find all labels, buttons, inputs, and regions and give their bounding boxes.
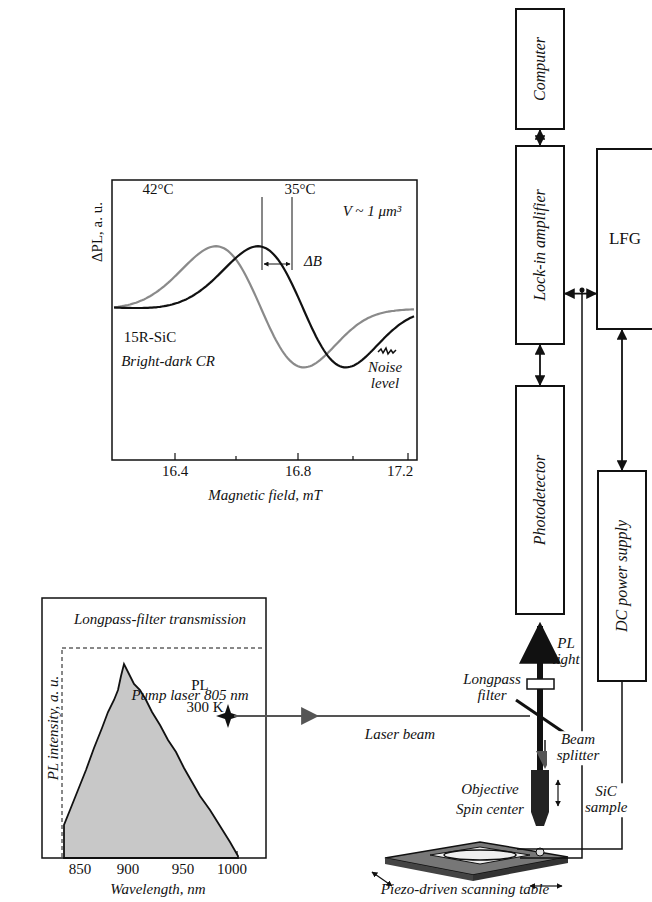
annotation-label: 900 xyxy=(117,862,140,878)
filter-edge xyxy=(62,650,63,858)
annotation-label: ΔB xyxy=(304,254,322,270)
annotation-label: 35°C xyxy=(284,182,315,198)
annotation-label: Wavelength, nm xyxy=(110,882,205,898)
annotation-label: 1000 xyxy=(217,862,247,878)
signal-connector xyxy=(621,330,623,470)
annotation-label: PL light xyxy=(549,636,583,668)
annotation-label: ΔPL, a. u. xyxy=(90,202,106,262)
plot-frame xyxy=(42,598,266,858)
annotation-label: Piezo-driven scanning table xyxy=(381,882,549,898)
annotation-label: Bright-dark CR xyxy=(121,354,215,370)
annotation-label: 42°C xyxy=(142,182,173,198)
odmr-curves xyxy=(114,246,414,367)
annotation-label: Objective xyxy=(461,782,518,798)
instrument-box: Computer xyxy=(515,8,565,130)
box-label: DC power supply xyxy=(613,476,631,676)
junction xyxy=(580,288,585,293)
annotation-label: Spin center xyxy=(456,802,524,818)
instrument-box: Lock-in amplifier xyxy=(515,145,565,345)
pl-beam xyxy=(537,626,543,770)
beam-arrow xyxy=(309,715,311,717)
beam-splitter xyxy=(516,700,566,734)
odmr-curve xyxy=(114,246,414,367)
plot-frame xyxy=(112,180,417,460)
annotation-label: Pump laser 805 nm xyxy=(131,688,248,704)
annotation-label: Longpass filter xyxy=(463,672,521,704)
annotation-label: Laser beam xyxy=(365,727,435,743)
signal-connector xyxy=(565,293,596,295)
instrument-box: Photodetector xyxy=(515,385,565,615)
box-label: LFG xyxy=(601,230,649,249)
beam-down xyxy=(544,740,546,760)
laser-beam xyxy=(234,715,530,717)
filter-transmission xyxy=(62,648,262,649)
objective-lens xyxy=(531,770,549,826)
annotation-label: Noise level xyxy=(359,360,411,392)
noise-mark xyxy=(378,348,396,354)
sic-sample xyxy=(430,847,530,864)
annotation-label: 17.2 xyxy=(387,464,413,480)
annotation-label: 16.4 xyxy=(162,464,188,480)
signal-connector xyxy=(539,345,541,385)
box-label: Lock-in amplifier xyxy=(531,151,549,339)
box-label: Photodetector xyxy=(531,391,549,609)
annotation-label: SiC sample xyxy=(583,783,629,817)
annotation-label: V ~ 1 μm³ xyxy=(343,204,402,220)
dc-wire xyxy=(517,682,622,849)
delta-b-markers xyxy=(262,197,292,270)
longpass-filter xyxy=(527,679,554,689)
annotation-label: 950 xyxy=(172,862,195,878)
instrument-box: DC power supply xyxy=(597,470,647,682)
annotation-label: 16.8 xyxy=(285,464,311,480)
odmr-curve xyxy=(114,246,414,367)
box-label: Computer xyxy=(531,14,549,124)
annotation-label: 15R-SiC xyxy=(124,330,177,346)
instrument-box: LFG xyxy=(596,148,652,330)
microwave-loop xyxy=(444,850,516,860)
signal-connector xyxy=(539,130,541,145)
annotation-label: PL intensity, a. u. xyxy=(46,676,62,781)
axis-ticks xyxy=(175,453,408,460)
annotation-label: Beam splitter xyxy=(547,731,609,765)
focus-arrow xyxy=(557,780,558,806)
annotation-label: Longpass-filter transmission xyxy=(65,612,255,628)
annotation-label: Magnetic field, mT xyxy=(208,488,322,504)
table-side xyxy=(385,858,473,881)
annotation-label: 850 xyxy=(69,862,92,878)
